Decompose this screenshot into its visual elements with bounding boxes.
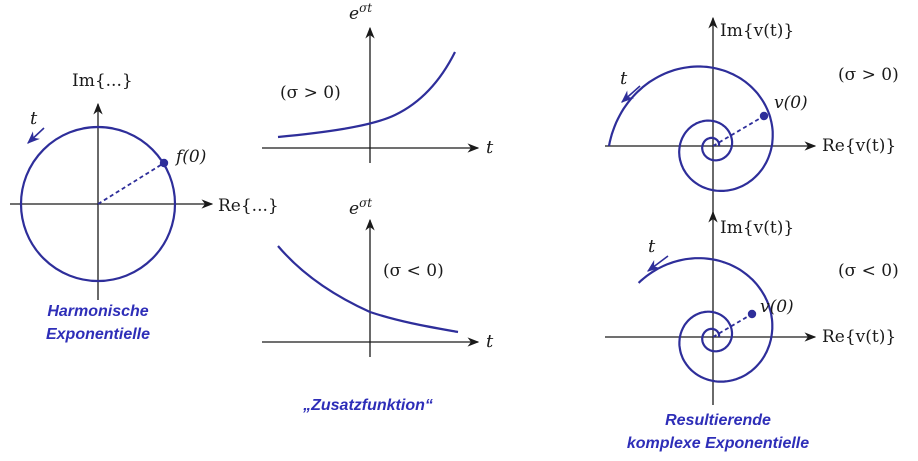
harmonic-start-point (159, 158, 169, 168)
additional-top-condition: (σ > 0) (280, 83, 341, 103)
resulting-bottom-im-label: Im{v(t)} (720, 218, 794, 238)
resulting-top-im-label: Im{v(t)} (720, 21, 794, 41)
additional-bottom-panel: eσt t (σ < 0) „Zusatzfunktion“ (262, 196, 494, 414)
harmonic-caption-line1: Harmonische (47, 303, 148, 320)
additional-top-t-label: t (486, 137, 494, 158)
resulting-top-phasor (712, 115, 765, 147)
additional-top-y-label: eσt (349, 1, 372, 24)
harmonic-re-label: Re{...} (218, 196, 279, 216)
harmonic-time-label: t (30, 108, 38, 129)
resulting-bottom-panel: t Im{v(t)} Re{v(t)} v(0) (σ < 0) Resulti… (605, 210, 899, 452)
harmonic-point-label: f(0) (174, 147, 206, 167)
resulting-bottom-re-label: Re{v(t)} (822, 327, 896, 347)
resulting-bottom-phasor (712, 313, 753, 338)
resulting-top-start-point (759, 111, 769, 121)
harmonic-panel: t Im{...} Re{...} f(0) Harmonische Expon… (10, 71, 279, 343)
resulting-caption-line1: Resultierende (665, 412, 771, 429)
resulting-bottom-time-label: t (648, 236, 656, 257)
growing-spiral (607, 65, 774, 192)
additional-bottom-condition: (σ < 0) (383, 261, 444, 281)
harmonic-im-label: Im{...} (72, 71, 133, 91)
additional-bottom-y-exponent: σt (359, 196, 372, 210)
resulting-top-direction-arrow (621, 85, 641, 103)
resulting-bottom-condition: (σ < 0) (838, 261, 899, 281)
additional-top-panel: eσt t (σ > 0) (262, 1, 494, 163)
resulting-caption-line2: komplexe Exponentielle (627, 435, 809, 452)
resulting-top-point-label: v(0) (774, 93, 808, 113)
unit-circle (19, 125, 177, 283)
decaying-spiral (637, 257, 774, 383)
additional-top-y-exponent: σt (359, 1, 372, 15)
resulting-top-panel: t Im{v(t)} Re{v(t)} v(0) (σ > 0) (605, 16, 899, 215)
harmonic-phasor (97, 162, 165, 205)
harmonic-caption-line2: Exponentielle (46, 326, 150, 343)
additional-bottom-t-label: t (486, 331, 494, 352)
resulting-bottom-point-label: v(0) (760, 297, 794, 317)
growing-exponential-curve (277, 51, 456, 139)
resulting-bottom-direction-arrow (646, 255, 669, 272)
resulting-top-time-label: t (620, 68, 628, 89)
resulting-top-condition: (σ > 0) (838, 65, 899, 85)
decaying-exponential-curve (277, 245, 459, 334)
resulting-top-re-label: Re{v(t)} (822, 136, 896, 156)
harmonic-direction-arrow (27, 127, 45, 144)
additional-bottom-y-label: eσt (349, 196, 372, 219)
resulting-bottom-start-point (747, 309, 757, 319)
additional-caption: „Zusatzfunktion“ (302, 397, 433, 414)
